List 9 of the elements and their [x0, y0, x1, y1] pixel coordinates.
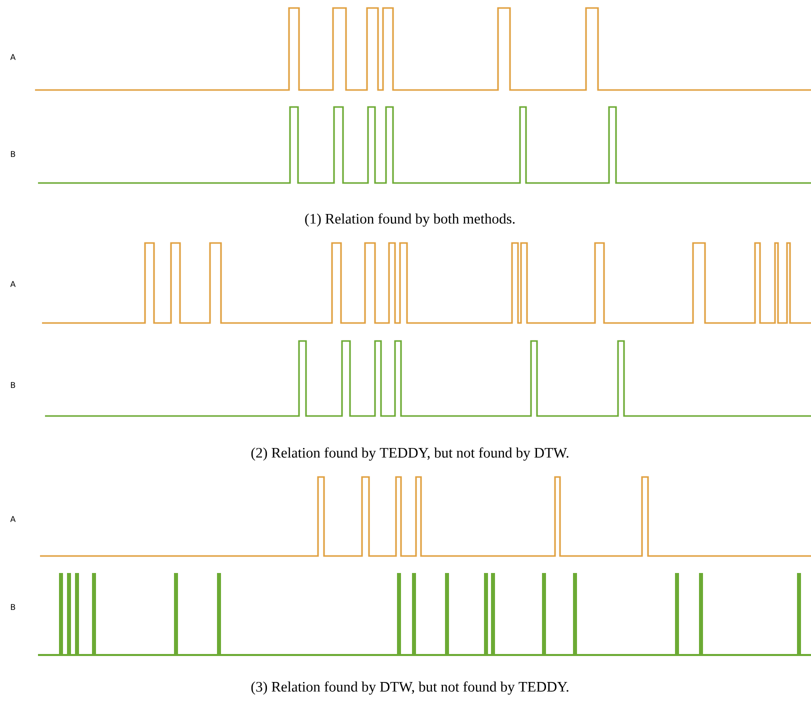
signal-label: B [10, 151, 16, 157]
signal-label: B [10, 604, 16, 610]
signal-label: A [10, 281, 16, 287]
caption: (1) Relation found by both methods. [305, 213, 515, 227]
signal-label: A [10, 54, 16, 60]
signal-label: B [10, 382, 16, 388]
caption: (3) Relation found by DTW, but not found by TEDDY. [251, 681, 568, 695]
signal-label: A [10, 516, 16, 522]
caption: (2) Relation found by TEDDY, but not found by DTW. [251, 447, 568, 461]
